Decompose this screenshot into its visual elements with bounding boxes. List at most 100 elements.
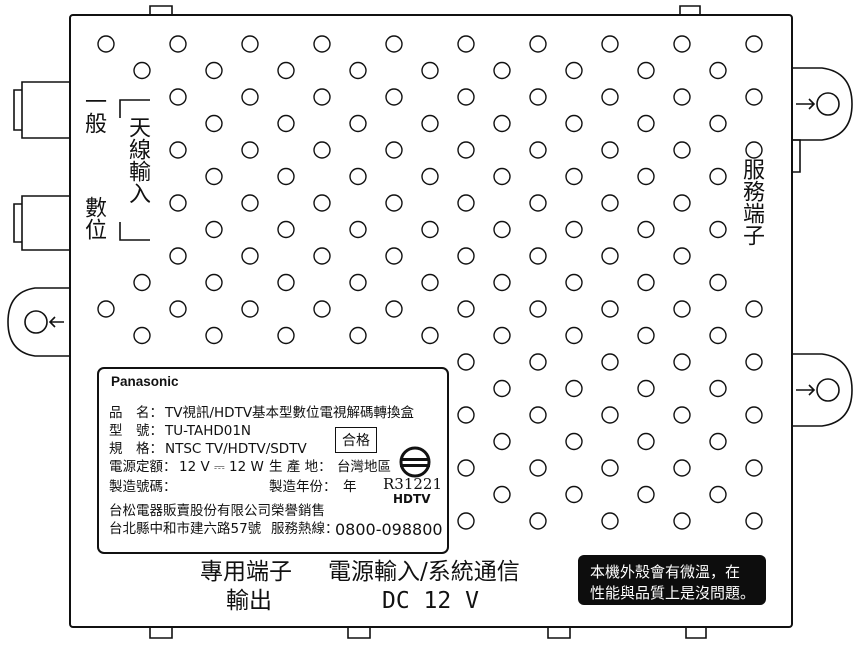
vent-hole	[241, 88, 259, 106]
power-rating-value: 12 V ⎓ 12 W	[179, 459, 264, 475]
vent-hole	[97, 300, 115, 318]
vent-hole	[565, 379, 583, 398]
vent-hole	[745, 141, 763, 159]
vent-hole	[709, 220, 727, 239]
vent-hole	[529, 88, 547, 106]
vent-hole	[133, 273, 151, 292]
vent-hole	[457, 300, 475, 318]
vent-hole	[673, 194, 691, 212]
vent-hole	[601, 459, 619, 477]
vent-hole	[709, 485, 727, 504]
vent-hole	[637, 485, 655, 504]
vent-hole	[421, 273, 439, 292]
vent-hole	[601, 141, 619, 159]
vent-hole	[637, 167, 655, 186]
vent-hole	[565, 273, 583, 292]
left-antenna-ports	[13, 81, 70, 251]
vent-hole	[277, 114, 295, 133]
vent-hole	[313, 194, 331, 212]
vent-hole	[169, 88, 187, 106]
warm-case-notice: 本機外殼會有微溫，在 性能與品質上是沒問題。	[578, 555, 766, 605]
vent-hole	[673, 459, 691, 477]
power-input-sub: DC 12 V	[382, 588, 479, 614]
antenna-general-label: 一般	[81, 90, 106, 134]
vent-hole	[421, 326, 439, 345]
vent-hole	[457, 194, 475, 212]
vent-hole	[349, 220, 367, 239]
vent-hole	[565, 220, 583, 239]
vent-hole	[205, 167, 223, 186]
vent-hole	[385, 35, 403, 53]
vent-hole	[709, 114, 727, 133]
antenna-input-title: 天線輸入	[125, 116, 150, 204]
vent-hole	[493, 167, 511, 186]
vent-hole	[565, 114, 583, 133]
vent-hole	[277, 326, 295, 345]
vent-hole	[241, 300, 259, 318]
vent-hole	[673, 300, 691, 318]
spec-label: 規 格：	[109, 441, 163, 457]
vent-hole	[673, 141, 691, 159]
vent-hole	[493, 326, 511, 345]
approval-stamp: 合格	[335, 427, 377, 453]
vent-hole	[385, 194, 403, 212]
notice-line-2: 性能與品質上是沒問題。	[590, 584, 756, 602]
bottom-connector-tabs	[149, 627, 707, 639]
vent-hole	[385, 141, 403, 159]
vent-hole	[565, 167, 583, 186]
vent-hole	[169, 247, 187, 265]
model-label: 型 號：	[109, 423, 163, 439]
dedicated-port-sub: 輸出	[226, 588, 272, 614]
cert-sub: HDTV	[393, 492, 431, 506]
vent-hole	[637, 432, 655, 451]
vent-hole	[457, 88, 475, 106]
vent-hole	[745, 459, 763, 477]
vent-hole	[133, 61, 151, 80]
vent-hole	[205, 273, 223, 292]
vent-hole	[457, 353, 475, 371]
hotline-label: 服務熱線：	[271, 521, 339, 537]
certification-mark	[399, 446, 431, 478]
vent-hole	[457, 406, 475, 424]
vent-hole	[493, 379, 511, 398]
vent-hole	[349, 326, 367, 345]
vent-hole	[709, 326, 727, 345]
vent-hole	[529, 353, 547, 371]
vent-hole	[673, 512, 691, 530]
sales-note: 榮譽銷售	[271, 503, 325, 519]
vent-hole	[709, 432, 727, 451]
vent-hole	[673, 353, 691, 371]
vent-hole	[241, 194, 259, 212]
left-mounting-ear	[7, 287, 70, 357]
vent-hole	[169, 141, 187, 159]
brand-logo: Panasonic	[111, 374, 179, 389]
spec-value: NTSC TV/HDTV/SDTV	[165, 441, 307, 457]
vent-hole	[673, 406, 691, 424]
vent-hole	[565, 485, 583, 504]
vent-hole	[565, 432, 583, 451]
vent-hole	[205, 114, 223, 133]
vent-hole	[241, 35, 259, 53]
vent-hole	[457, 459, 475, 477]
vent-hole	[637, 220, 655, 239]
antenna-digital-label: 數位	[81, 196, 106, 240]
vent-hole	[601, 88, 619, 106]
vent-hole	[421, 167, 439, 186]
vent-hole	[205, 220, 223, 239]
service-port-label: 服務端子	[739, 158, 764, 246]
vent-hole	[709, 379, 727, 398]
vent-hole	[529, 247, 547, 265]
vent-hole	[421, 61, 439, 80]
vent-hole	[313, 247, 331, 265]
vent-hole	[133, 326, 151, 345]
vent-hole	[745, 300, 763, 318]
hotline-value: 0800-098800	[335, 520, 443, 539]
vent-hole	[637, 114, 655, 133]
vent-hole	[529, 35, 547, 53]
vent-hole	[169, 194, 187, 212]
vent-hole	[601, 406, 619, 424]
right-mounting-ears	[792, 67, 853, 427]
vent-hole	[169, 300, 187, 318]
vent-hole	[601, 35, 619, 53]
vent-hole	[277, 167, 295, 186]
